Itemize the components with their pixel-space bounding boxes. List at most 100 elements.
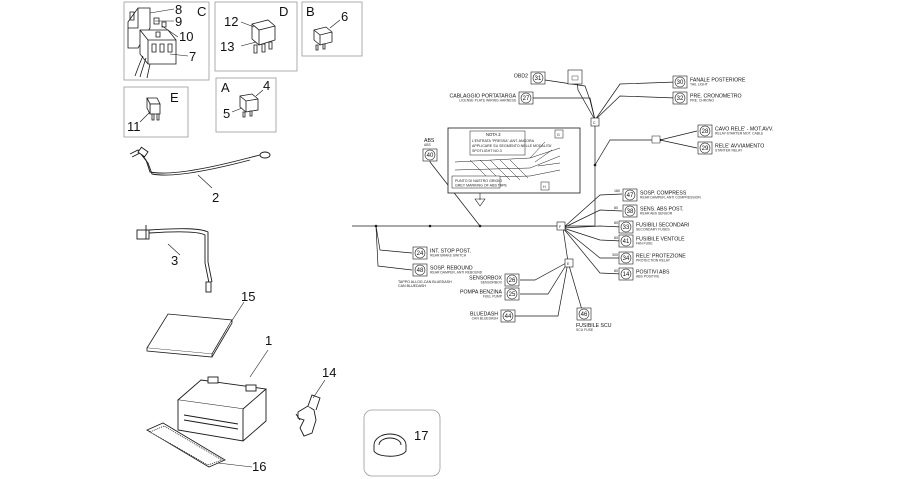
dim-300: 300 — [612, 253, 618, 257]
nota-g: G — [557, 133, 560, 137]
box-a-relay: A 4 5 — [215, 77, 277, 133]
battery-cable-negative — [136, 225, 213, 293]
part-11: 11 — [127, 119, 141, 134]
punto-label: PUNTO DI NASTRO GRIGIO — [455, 179, 502, 183]
connector-label: CABLAGGIO PORTATARGA — [450, 94, 517, 100]
part-17: 17 — [414, 428, 428, 443]
fuse-holder-icon — [127, 7, 177, 79]
battery-cover — [146, 422, 226, 468]
punto-sublabel: GREY MARKING OF ABS TAPE — [455, 184, 508, 188]
connector-number: 41 — [623, 239, 630, 245]
connector-24: 24 INT. STOP POST.REAR BRAKE SWITCH — [412, 246, 471, 260]
obd2-socket-icon — [567, 69, 583, 85]
nota-title: NOTA 2 — [486, 132, 501, 137]
connector-number: 28 — [702, 129, 709, 135]
connector-label: INT. STOP POST. — [430, 249, 471, 255]
connector-label: SOSP. COMPRESS — [640, 191, 687, 197]
connector-label: POSITIVI ABS — [636, 270, 670, 276]
connector-circle — [506, 274, 518, 286]
part-10: 10 — [179, 29, 193, 44]
connector-circle — [620, 235, 632, 247]
connector-circle — [624, 189, 636, 201]
connector-sublabel: FUEL PUMP — [483, 295, 503, 299]
box-c-fuse-holder: C 8 9 10 7 — [123, 1, 210, 81]
battery — [176, 376, 268, 442]
part-3: 3 — [171, 253, 178, 268]
connector-circle — [620, 268, 632, 280]
connector-sublabel: REAR BRAKE SWITCH — [430, 254, 467, 258]
box-e-fuse: E 11 — [123, 86, 189, 138]
connector-label: FUSIBILI SECONDARI — [636, 223, 689, 229]
box-d-letter: D — [279, 4, 288, 19]
connector-number: 34 — [623, 256, 630, 262]
connector-circle — [506, 288, 518, 300]
connector-circle — [624, 205, 636, 217]
connector-label: SENS. ABS POST. — [640, 207, 684, 213]
connector-number: 26 — [509, 278, 516, 284]
connector-number: 32 — [677, 96, 684, 102]
part-13: 13 — [220, 39, 234, 54]
connector-label: POMPA BENZINA — [460, 290, 503, 296]
connector-label: BLUEDASH — [470, 312, 498, 318]
dim-80-a: 80 — [614, 206, 618, 210]
part-6: 6 — [341, 9, 348, 24]
dim-80-d: 80 — [614, 269, 618, 273]
connector-label: FANALE POSTERIORE — [690, 78, 746, 84]
box-a-letter: A — [221, 80, 230, 95]
connector-circle — [620, 252, 632, 264]
box-d-relay: D 12 13 — [214, 1, 298, 72]
connector-sublabel: PRE. CHRONO — [690, 99, 714, 103]
connector-sublabel: RELAY-STARTER MOT. CABLE — [715, 132, 764, 136]
part-5: 5 — [223, 106, 230, 121]
node-f: F — [559, 225, 562, 229]
connector-sublabel: ABS — [424, 143, 432, 147]
dim-80-b: 80 — [614, 221, 618, 225]
connector-label: FUSIBILE SCU — [576, 323, 612, 329]
down-arrow — [474, 198, 486, 207]
box-c-letter: C — [197, 4, 206, 19]
harness-lines — [352, 79, 698, 317]
connector-circle — [620, 221, 632, 233]
small-relay-icon — [313, 26, 333, 51]
nota-line-1: L'ENTRATA "PRESSA"-ANT. ANCORA — [472, 139, 535, 143]
connector-circle — [502, 310, 514, 322]
elbow-connector — [295, 394, 321, 437]
box-grommet: 17 — [363, 409, 441, 477]
relay-icon — [251, 19, 276, 54]
connector-label: RELE' AVVIAMENTO — [715, 144, 764, 150]
part-15: 15 — [241, 289, 255, 304]
connector-sublabel: REAR DAMPER, ANTI COMPRESSION — [640, 196, 701, 200]
connector-number: 48 — [417, 268, 424, 274]
connector-sublabel: SECONDARY FUSES — [636, 228, 670, 232]
connector-sublabel: STARTER RELAY — [715, 149, 743, 153]
part-1: 1 — [265, 333, 272, 348]
connector-sublabel: REAR ABS SENSOR — [640, 212, 673, 216]
blade-fuse-icon — [146, 97, 161, 121]
dim-80-c: 80 — [614, 236, 618, 240]
connector-number: 27 — [523, 96, 530, 102]
mini-relay-icon — [239, 93, 259, 118]
connector-number: 47 — [627, 193, 634, 199]
tapped-plug-sub: CAN BLUEDASH — [398, 284, 426, 288]
node-c: C — [593, 121, 596, 125]
connector-circle — [674, 76, 686, 88]
connector-circle — [424, 149, 436, 161]
connector-number: 24 — [417, 251, 424, 257]
box-c-leaders — [149, 8, 189, 57]
relay-cable-glyphs — [651, 135, 661, 144]
box-b-relay-small: B 6 — [301, 1, 363, 57]
connector-sublabel: SCU FUSE — [576, 328, 594, 332]
connector-number: 44 — [505, 314, 512, 320]
node-e: E — [567, 262, 570, 266]
